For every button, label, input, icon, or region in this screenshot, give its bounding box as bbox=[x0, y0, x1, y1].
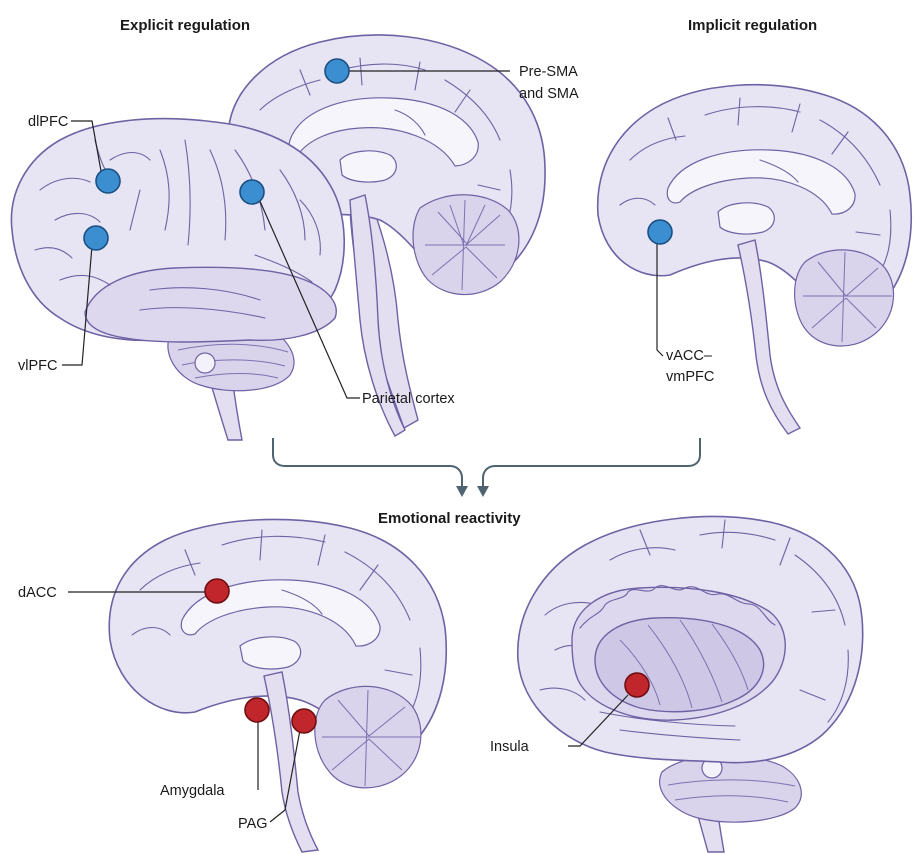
arrowhead-right bbox=[477, 486, 489, 497]
marker-vlpfc bbox=[84, 226, 108, 250]
marker-vacc-vmpfc bbox=[648, 220, 672, 244]
label-presma-line1: Pre-SMA bbox=[519, 64, 578, 80]
label-dacc: dACC bbox=[18, 585, 57, 601]
marker-dlpfc bbox=[96, 169, 120, 193]
marker-pag bbox=[292, 709, 316, 733]
heading-implicit-regulation: Implicit regulation bbox=[688, 17, 817, 34]
heading-explicit-regulation: Explicit regulation bbox=[120, 17, 250, 34]
label-insula: Insula bbox=[490, 739, 530, 755]
medial-brain-reactivity bbox=[109, 519, 446, 852]
heading-emotional-reactivity: Emotional reactivity bbox=[378, 510, 521, 527]
cerebellum-implicit bbox=[795, 250, 894, 346]
label-vacc-line2: vmPFC bbox=[666, 369, 714, 385]
label-parietal-cortex: Parietal cortex bbox=[362, 391, 455, 407]
cerebellum-reactivity bbox=[315, 686, 421, 788]
marker-insula bbox=[625, 673, 649, 697]
label-pag: PAG bbox=[238, 816, 268, 832]
marker-parietal-cortex bbox=[240, 180, 264, 204]
label-amygdala: Amygdala bbox=[160, 783, 225, 799]
label-presma-line2: and SMA bbox=[519, 86, 579, 102]
lateral-brain-insula bbox=[518, 517, 863, 852]
marker-dacc bbox=[205, 579, 229, 603]
flow-arrows bbox=[273, 438, 700, 497]
cerebellum-explicit bbox=[413, 195, 519, 295]
marker-amygdala bbox=[245, 698, 269, 722]
medial-brain-implicit bbox=[598, 85, 912, 434]
label-vlpfc: vlPFC bbox=[18, 358, 57, 374]
label-dlpfc: dlPFC bbox=[28, 114, 68, 130]
marker-presma-sma bbox=[325, 59, 349, 83]
arrowhead-left bbox=[456, 486, 468, 497]
label-vacc-line1: vACC– bbox=[666, 348, 713, 364]
arrow-implicit-to-reactivity bbox=[483, 438, 700, 490]
arrow-explicit-to-reactivity bbox=[273, 438, 462, 490]
